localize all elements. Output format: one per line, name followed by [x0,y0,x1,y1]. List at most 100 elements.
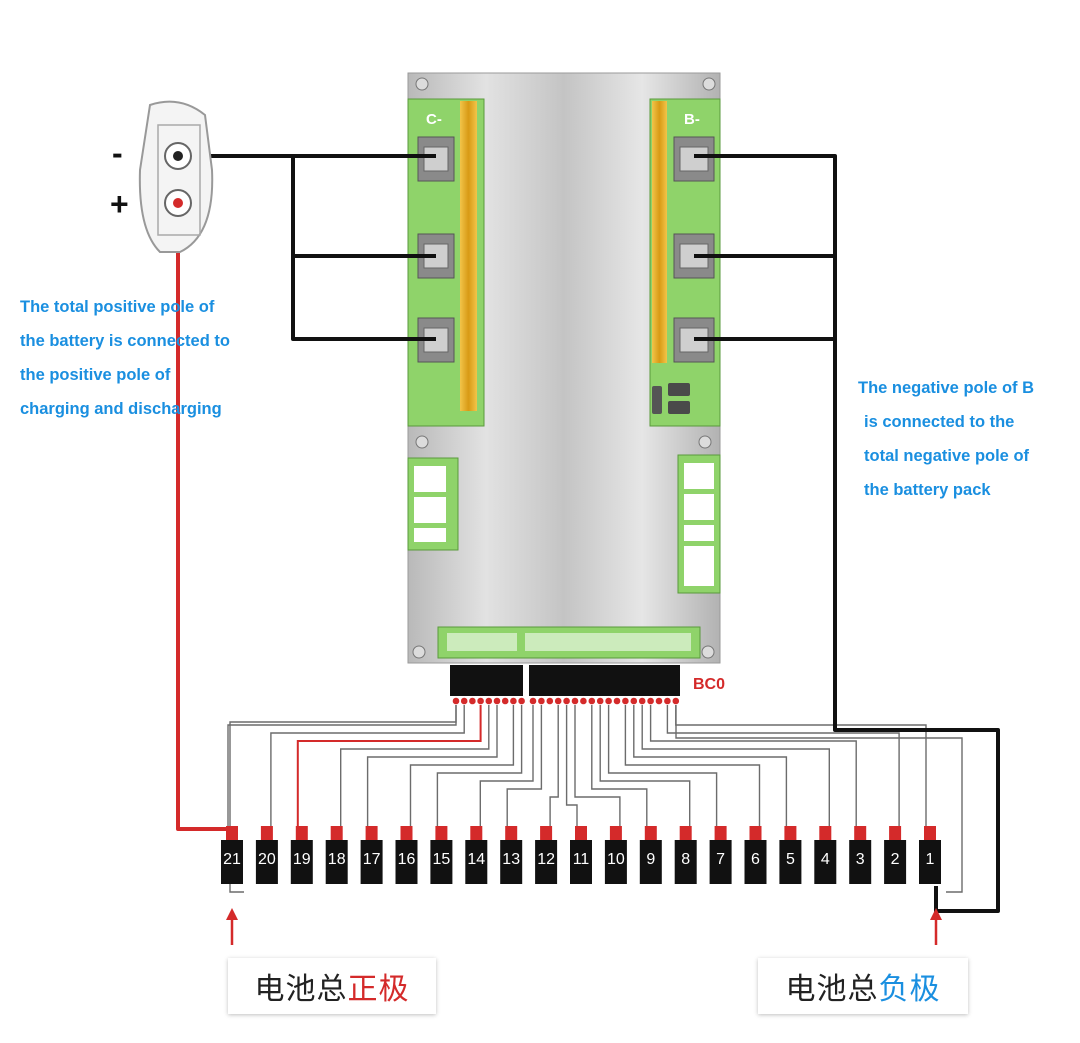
connector-pin [588,697,596,705]
cell-terminal: 4 [814,826,837,884]
cell-post [609,826,622,840]
connector-pin [452,697,460,705]
cell-number: 18 [328,851,346,868]
side-pads-left [407,457,459,551]
cell-terminal: 8 [674,826,697,884]
connector-pin [638,697,646,705]
connector-pin [664,697,671,705]
cell-number: 6 [751,851,760,868]
cell-terminal: 20 [255,826,278,884]
cell-post [365,826,378,840]
cell-body [290,840,313,884]
cell-terminal: 13 [500,826,523,884]
balance-wire [565,705,578,826]
screw-icon [701,645,715,659]
connector-pin [477,697,484,705]
connector-pin [563,697,570,705]
cell-post [505,826,518,840]
main-negative-wires [178,154,1000,913]
connector-pin [672,697,680,705]
balance-wire [666,705,900,826]
connector-pin [460,697,468,705]
cell-terminal: 5 [779,826,802,884]
gold-bar-c [460,101,477,411]
cell-post [575,826,587,840]
c-minus-label: C- [426,111,442,128]
connector-pin [538,697,545,705]
arrow-up-icon [226,908,238,945]
connector-pin [554,697,562,705]
note-line: the battery pack [864,481,991,499]
balance-wire [549,705,559,826]
cell-body [639,840,662,884]
cell-terminal: 15 [430,826,453,884]
cell-body [884,840,907,884]
cell-post [819,826,832,840]
connector-pin [605,697,612,705]
cell-body [919,840,941,884]
cell-terminal: 10 [604,826,627,884]
cell-post [400,826,413,840]
cell-number: 12 [537,851,555,868]
balance-wire [649,705,857,826]
balance-wire [409,705,515,826]
connector-pin [622,697,629,705]
cell-terminal: 16 [395,826,418,884]
cell-terminal: 3 [849,826,872,884]
b-minus-label: B- [684,111,700,128]
charge-connector: - + [110,100,214,253]
balance-wire [340,705,490,826]
positive-label: 电池总正极 [228,958,436,1014]
bc0-label: BC0 [693,676,725,693]
balance-wire [599,705,691,826]
balance-wire [270,705,465,826]
cell-body [255,840,278,884]
note-line: the positive pole of [20,366,171,384]
balance-wire [296,705,482,826]
cell-terminal: 6 [744,826,767,884]
cell-number: 5 [786,851,795,868]
cell-number: 4 [821,851,830,868]
bms-board: C- B- [407,72,721,664]
cell-number: 3 [856,851,865,868]
cell-post [854,826,867,840]
screw-icon [415,435,429,449]
cell-body [360,840,383,884]
cell-post [260,826,273,840]
gold-bar-b [652,101,667,363]
chip-icon [668,383,690,396]
cell-post [435,826,448,840]
cell-number: 9 [646,851,655,868]
connector-pin [655,697,663,705]
balance-wires [227,705,963,893]
cell-post [714,826,727,840]
cell-body [325,840,348,884]
connector-pin [518,697,525,705]
chip-icon [668,401,690,414]
cell-body [535,840,558,884]
balance-wire [479,705,534,826]
balance-wire [229,705,457,893]
connector-pin [630,697,638,705]
balance-wire [591,705,648,826]
cell-terminal: 21 [221,826,243,884]
connector-pin [493,697,501,705]
cell-post [226,826,238,840]
cell-body [500,840,523,884]
note-line: The negative pole of B [858,379,1035,397]
cell-number: 8 [681,851,690,868]
cell-terminal: 12 [535,826,558,884]
cell-post [540,826,553,840]
main-positive-wire [176,203,230,831]
connector-pin [613,697,621,705]
cell-terminal: 14 [465,826,488,884]
cell-number: 17 [363,851,381,868]
connector-pin [596,697,604,705]
balance-wire [436,705,523,826]
cell-body [744,840,767,884]
cell-body [465,840,488,884]
label-prefix: 电池总 [785,972,879,1007]
screw-icon [415,77,429,91]
cell-body [430,840,453,884]
